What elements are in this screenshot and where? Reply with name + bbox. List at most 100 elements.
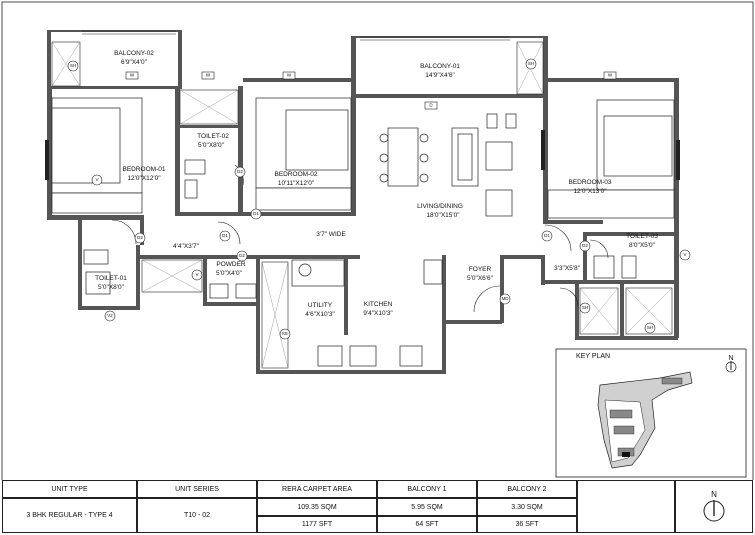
unit-series-value: T10 - 02 xyxy=(137,498,257,533)
svg-text:KE: KE xyxy=(282,331,288,336)
shafts xyxy=(51,41,673,369)
tag-md: MD xyxy=(499,293,511,305)
tag-d2-1: D2 xyxy=(234,166,246,178)
balcony-1-sqm-value: 5.95 SQM xyxy=(377,498,477,516)
blank-cell xyxy=(577,480,675,533)
bedroom-03-name: BEDROOM-03 xyxy=(569,179,612,186)
bedroom-03-size: 12'0"X13'0" xyxy=(573,188,607,195)
door-swings xyxy=(111,164,609,313)
key-plan: KEY PLAN N xyxy=(555,348,747,478)
tag-v2-2: V2 xyxy=(104,310,116,322)
svg-text:V: V xyxy=(683,252,686,257)
toilet-02-size: 5'0"X8'0" xyxy=(198,142,225,149)
tag-sh-3: SH xyxy=(579,302,591,314)
svg-text:D: D xyxy=(429,103,433,108)
tag-v2-1: V xyxy=(91,174,103,186)
svg-text:D1: D1 xyxy=(544,233,550,238)
balcony-01-size: 14'9"X4'6" xyxy=(425,72,455,79)
header-unit-type: UNIT TYPE xyxy=(2,480,137,498)
tag-sh-2: SH xyxy=(525,58,537,70)
bedroom-02-size: 10'11"X12'0" xyxy=(278,180,315,187)
svg-text:MD: MD xyxy=(502,296,510,301)
svg-text:SH: SH xyxy=(70,63,76,68)
svg-text:D2: D2 xyxy=(582,243,588,248)
bedroom-01-size: 12'0"X12'0" xyxy=(127,175,161,182)
tag-sh-4: SH xyxy=(644,322,656,334)
utility-name: UTILITY xyxy=(308,302,333,309)
svg-text:N: N xyxy=(728,355,733,362)
svg-text:D2: D2 xyxy=(239,253,245,258)
furniture xyxy=(51,97,675,367)
foyer-name: FOYER xyxy=(469,266,492,273)
svg-text:SH: SH xyxy=(582,305,588,310)
foyer-size: 5'0"X6'6" xyxy=(467,275,494,282)
unit-type-value: 3 BHK REGULAR - TYPE 4 xyxy=(2,498,137,533)
key-plan-north-icon: N xyxy=(725,355,737,373)
tag-w-4: W xyxy=(603,71,617,80)
kitchen-name: KITCHEN xyxy=(364,301,393,308)
bedroom-01-name: BEDROOM-01 xyxy=(123,166,166,173)
svg-text:V: V xyxy=(95,177,98,182)
toilet-01-name: TOILET-01 xyxy=(95,275,127,282)
svg-text:D1: D1 xyxy=(222,233,228,238)
tags: SH SH SH SH W W W W D D1 D1 D1 D2 D2 D2 … xyxy=(67,58,691,340)
svg-text:W: W xyxy=(287,73,292,78)
tag-d2-3: D2 xyxy=(236,250,248,262)
svg-text:W: W xyxy=(608,73,613,78)
tag-d1-2: D1 xyxy=(219,230,231,242)
svg-text:W: W xyxy=(130,73,135,78)
bedroom-02-name: BEDROOM-02 xyxy=(275,171,318,178)
tag-v-1: V xyxy=(191,269,203,281)
living-dining-size: 18'0"X15'0" xyxy=(426,212,460,219)
powder-size: 5'0"X4'0" xyxy=(216,270,243,277)
living-dining-name: LIVING/DINING xyxy=(417,203,463,210)
north-label: N xyxy=(711,490,717,499)
balcony-01-name: BALCONY-01 xyxy=(420,63,460,70)
drawing-frame xyxy=(1,1,754,480)
closet-size: 3'3"X5'8" xyxy=(554,265,581,272)
floor-plan: BALCONY-02 6'9"X4'0" BALCONY-01 14'9"X4'… xyxy=(1,1,754,480)
tag-ke: KE xyxy=(279,328,291,340)
tag-v-2: V xyxy=(679,249,691,261)
toilet-02-name: TOILET-02 xyxy=(197,133,229,140)
tag-d1-3: D1 xyxy=(541,230,553,242)
north-arrow-icon xyxy=(703,500,725,522)
balcony-2-sft-value: 36 SFT xyxy=(477,516,577,533)
svg-text:V: V xyxy=(195,272,198,277)
balcony-02-name: BALCONY-02 xyxy=(114,50,154,57)
windows xyxy=(45,30,680,180)
header-balcony-1: BALCONY 1 xyxy=(377,480,477,498)
svg-text:W: W xyxy=(206,73,211,78)
tag-w-3: W xyxy=(282,71,296,80)
header-balcony-2: BALCONY 2 xyxy=(477,480,577,498)
header-rera-area: RERA CARPET AREA xyxy=(257,480,377,498)
balcony-02-size: 6'9"X4'0" xyxy=(121,59,148,66)
svg-text:SH: SH xyxy=(528,61,534,66)
rera-sqm-value: 109.35 SQM xyxy=(257,498,377,516)
room-labels: BALCONY-02 6'9"X4'0" BALCONY-01 14'9"X4'… xyxy=(95,50,658,318)
tag-w-1: W xyxy=(125,71,139,80)
tag-w-2: W xyxy=(201,71,215,80)
svg-text:D1: D1 xyxy=(253,211,259,216)
north-arrow-cell: N xyxy=(675,480,753,533)
tag-d: D xyxy=(424,101,438,110)
svg-text:V2: V2 xyxy=(107,313,113,318)
corridor-width: 3'7" WIDE xyxy=(316,231,346,238)
tag-sh-1: SH xyxy=(67,60,79,72)
key-plan-title: KEY PLAN xyxy=(576,353,610,360)
toilet-01-size: 5'0"X8'0" xyxy=(98,284,125,291)
tag-d2-4: D2 xyxy=(579,240,591,252)
powder-name: POWDER xyxy=(216,261,246,268)
svg-text:D2: D2 xyxy=(137,235,143,240)
toilet-03-size: 8'0"X5'0" xyxy=(629,242,656,249)
toilet-03-name: TOILET-03 xyxy=(626,233,658,240)
header-unit-series: UNIT SERIES xyxy=(137,480,257,498)
tag-d1-1: D1 xyxy=(250,208,262,220)
balcony-2-sqm-value: 3.30 SQM xyxy=(477,498,577,516)
walls xyxy=(47,30,679,374)
utility-size: 4'6"X10'3" xyxy=(305,311,335,318)
svg-text:D2: D2 xyxy=(237,169,243,174)
passage-size: 4'4"X3'7" xyxy=(173,243,200,250)
svg-text:SH: SH xyxy=(647,325,653,330)
tag-d2-2: D2 xyxy=(134,232,146,244)
